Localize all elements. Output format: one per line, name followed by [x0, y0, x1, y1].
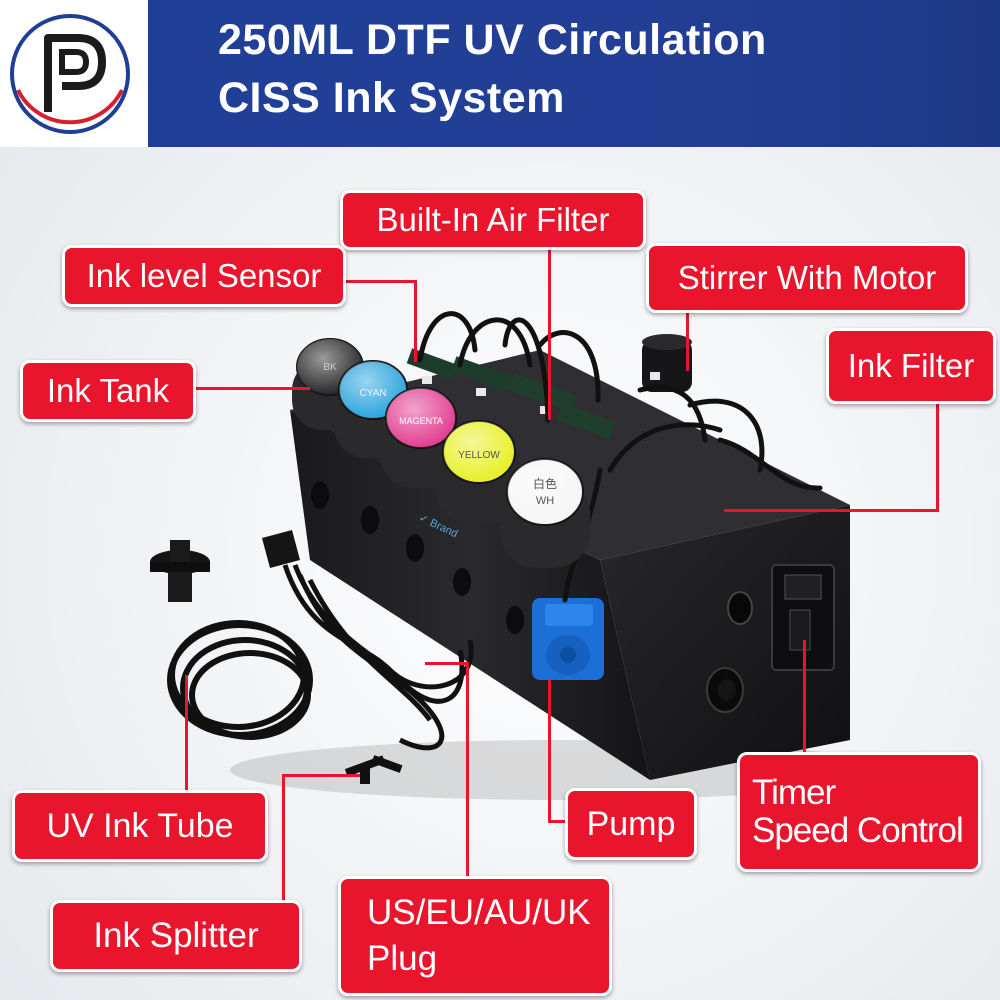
leader-ink-tank — [196, 387, 310, 390]
leader-pump-v — [548, 680, 551, 823]
leader-stirrer — [686, 313, 689, 371]
callout-timer-line-1: Timer — [752, 773, 836, 812]
callout-stirrer-with-motor: Stirrer With Motor — [646, 243, 968, 313]
title-banner — [148, 0, 1000, 147]
callout-ink-filter: Ink Filter — [826, 328, 996, 404]
ink-tank-yellow: YELLOW — [436, 420, 522, 524]
leader-timer — [803, 640, 806, 752]
leader-plug-v — [466, 662, 469, 876]
callout-plug-line-2: Plug — [367, 939, 438, 978]
callout-pump: Pump — [565, 788, 697, 860]
control-panel — [706, 564, 835, 713]
svg-text:YELLOW: YELLOW — [458, 450, 500, 461]
leader-splitter-h — [285, 774, 360, 777]
svg-text:CYAN: CYAN — [359, 388, 386, 399]
leader-ink-filter-h — [724, 509, 939, 512]
brand-logo-icon — [10, 14, 130, 134]
header: 250ML DTF UV Circulation CISS Ink System — [0, 0, 1000, 147]
ink-tank-white: 白色 WH — [500, 458, 590, 568]
svg-text:MAGENTA: MAGENTA — [399, 416, 443, 426]
leader-uv-tube — [185, 675, 188, 790]
callout-timer-line-2: Speed Control — [752, 811, 964, 850]
leader-ink-filter-v — [936, 404, 939, 512]
leader-level-sensor-v — [414, 280, 417, 362]
leader-splitter-v — [282, 774, 285, 902]
callout-uv-ink-tube: UV Ink Tube — [12, 790, 268, 862]
callout-timer-speed-control: Timer Speed Control — [737, 752, 981, 872]
leader-air-filter — [548, 250, 551, 420]
leader-level-sensor-h — [345, 280, 417, 283]
callout-ink-splitter: Ink Splitter — [50, 900, 302, 972]
callout-ink-level-sensor: Ink level Sensor — [62, 245, 346, 307]
svg-text:白色: 白色 — [533, 476, 557, 491]
ink-tanks: BK CYAN MAGENTA YELLOW — [292, 338, 590, 568]
ink-filter-part — [150, 540, 210, 602]
ink-splitter-part — [344, 755, 403, 784]
page-title-line-1: 250ML DTF UV Circulation — [218, 16, 767, 64]
uv-ink-tube-coil — [167, 620, 313, 740]
svg-text:WH: WH — [536, 495, 554, 507]
ciss-ink-system-illustration: ✓ Brand — [150, 311, 890, 800]
callout-plug-line-1: US/EU/AU/UK — [367, 893, 591, 932]
callout-built-in-air-filter: Built-In Air Filter — [340, 190, 646, 250]
leader-plug-h — [425, 662, 469, 665]
callout-plug: US/EU/AU/UK Plug — [338, 876, 612, 996]
stirrer-motor — [642, 334, 692, 392]
leader-pump-h — [548, 820, 566, 823]
internal-tubes — [417, 311, 823, 603]
pump — [532, 598, 604, 680]
callout-ink-tank: Ink Tank — [20, 360, 196, 422]
svg-text:BK: BK — [323, 362, 337, 373]
power-cord — [262, 530, 474, 751]
page-title-line-2: CISS Ink System — [218, 74, 565, 122]
